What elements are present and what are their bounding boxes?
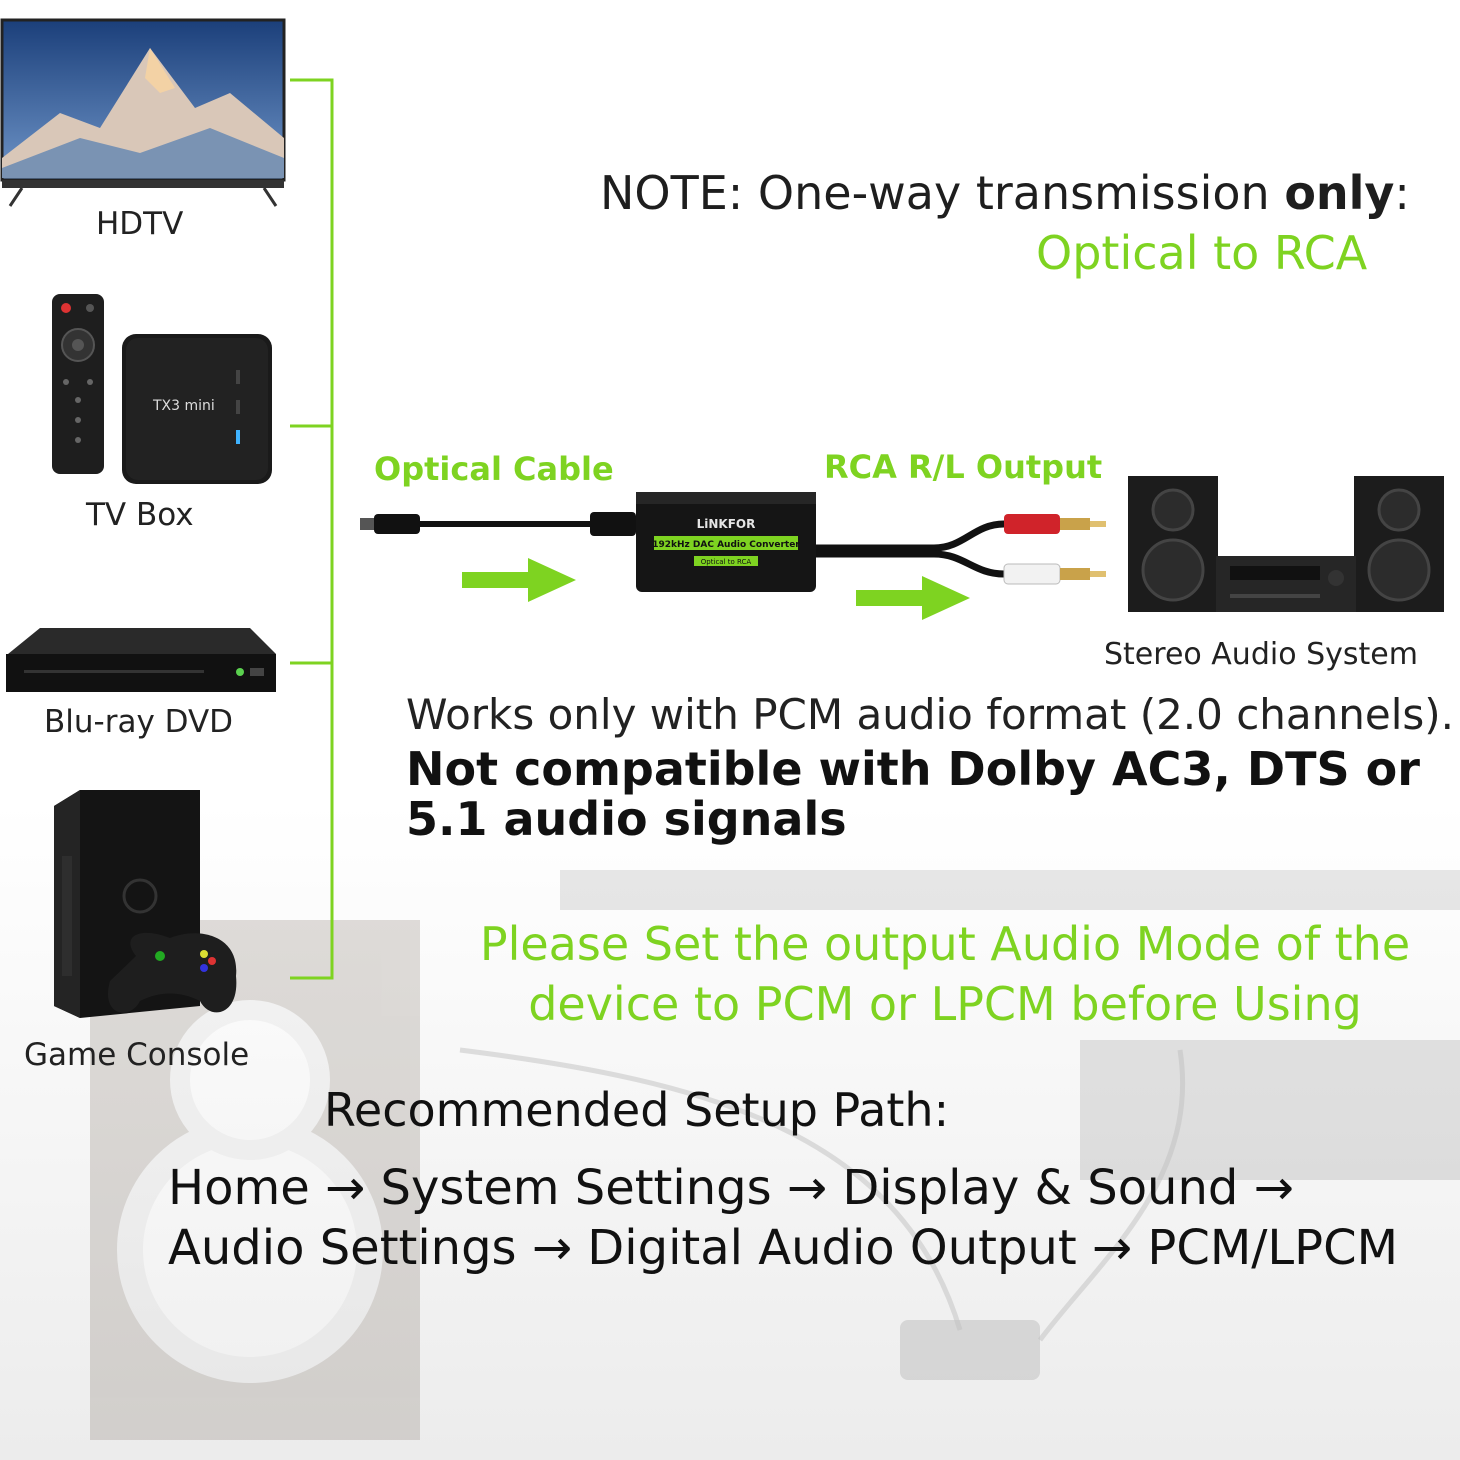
device-label-console: Game Console (24, 1037, 250, 1073)
device-bracket (290, 78, 334, 980)
note-suffix: : (1394, 166, 1410, 220)
converter-diagram: LiNKFOR 192kHz DAC Audio Converter Optic… (360, 492, 1106, 592)
rca-output-label: RCA R/L Output (824, 448, 1103, 486)
setup-title: Recommended Setup Path: (324, 1083, 950, 1137)
note-bold: only (1284, 166, 1395, 220)
converter-brand: LiNKFOR (697, 517, 756, 531)
stereo-image (1128, 476, 1444, 612)
note-heading: NOTE: One-way transmission only: (600, 166, 1410, 220)
tvbox-image: TX3 mini (52, 294, 272, 484)
arrow-right-icon (462, 558, 576, 602)
converter-tag: Optical to RCA (701, 558, 752, 566)
works-text: Works only with PCM audio format (2.0 ch… (406, 690, 1455, 739)
console-image (54, 790, 237, 1018)
device-label-tvbox: TV Box (86, 497, 194, 533)
bluray-image (6, 628, 276, 692)
device-label-bluray: Blu-ray DVD (44, 704, 234, 740)
setup-path-line-2: Audio Settings → Digital Audio Output → … (168, 1220, 1399, 1276)
tvbox-brand: TX3 mini (152, 398, 215, 414)
stereo-label: Stereo Audio System (1104, 637, 1418, 672)
not-compatible-text: Not compatible with Dolby AC3, DTS or 5.… (406, 742, 1420, 846)
hdtv-image (0, 18, 286, 207)
please-line-1: Please Set the output Audio Mode of the (479, 917, 1411, 971)
please-set-note: Please Set the output Audio Mode of the … (440, 914, 1450, 1034)
please-line-2: device to PCM or LPCM before Using (528, 977, 1362, 1031)
setup-path-line-1: Home → System Settings → Display & Sound… (168, 1160, 1294, 1216)
optical-cable-label: Optical Cable (374, 450, 614, 488)
device-label-hdtv: HDTV (96, 206, 184, 242)
converter-model: 192kHz DAC Audio Converter (652, 540, 800, 550)
note-prefix: NOTE: One-way transmission (600, 166, 1270, 220)
note-direction: Optical to RCA (1036, 226, 1368, 280)
arrow-right-icon-2 (856, 576, 970, 620)
